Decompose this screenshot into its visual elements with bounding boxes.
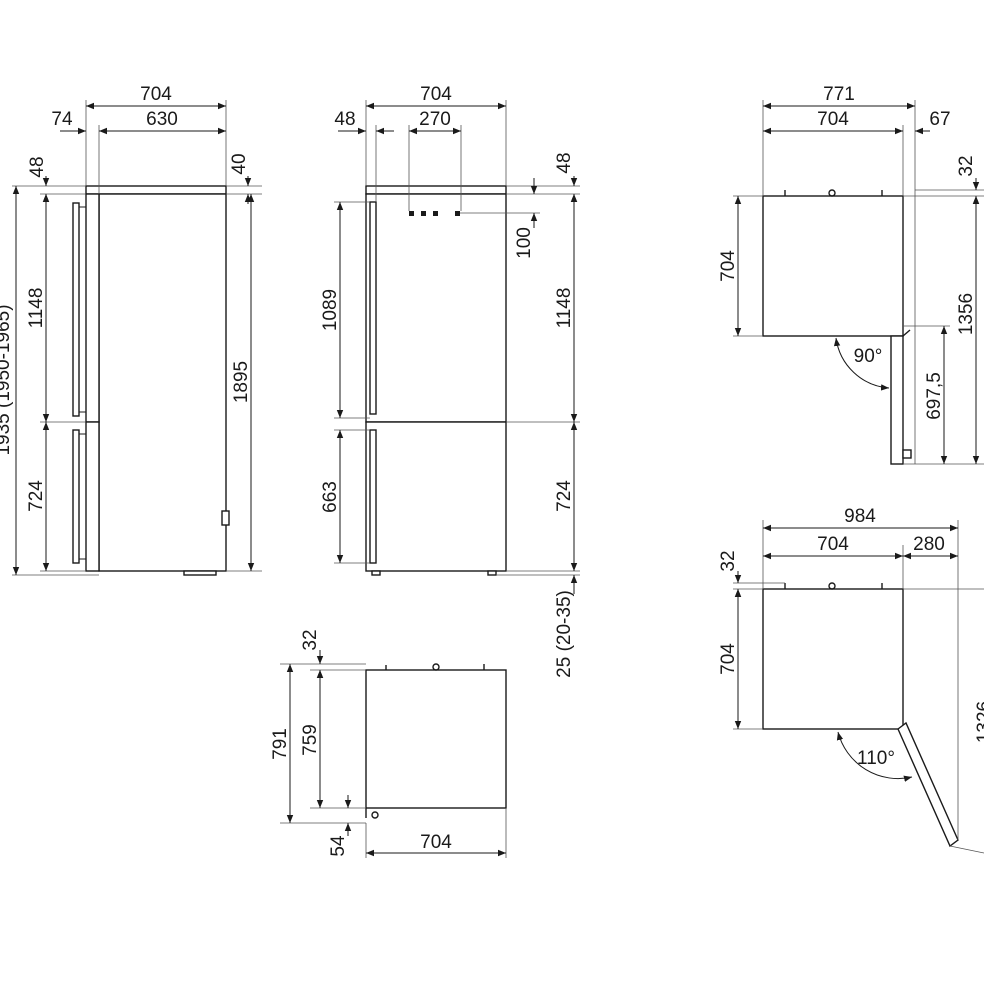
dim-top-offset-90: 32 <box>956 155 977 176</box>
dim-width-body-90: 704 <box>817 109 849 130</box>
open-door-110 <box>897 721 959 848</box>
front-view-left: 704 630 74 48 40 1935 (1950-1965) 1148 7… <box>0 84 262 576</box>
side-view: 32 791 759 54 704 <box>270 629 507 858</box>
angle-110: 110° <box>857 748 895 769</box>
dim-badge-offset: 100 <box>514 227 535 259</box>
dim-top-offset-110: 32 <box>718 550 739 571</box>
dim-body-height: 1895 <box>231 361 252 403</box>
dim-depth-110: 704 <box>718 643 739 675</box>
dim-upper-door: 1148 <box>26 288 47 329</box>
dim-upper-door-mid: 1148 <box>554 288 575 329</box>
open-door-90 <box>890 335 904 465</box>
dim-width-total-mid: 704 <box>420 84 452 105</box>
lower-handle <box>72 429 80 564</box>
dim-handle-spacing: 270 <box>419 109 451 130</box>
fridge-side-body <box>365 669 507 809</box>
fridge-body-front <box>98 193 227 572</box>
dim-depth-90: 704 <box>718 250 739 282</box>
dim-lower-door-mid: 724 <box>554 480 575 512</box>
dim-lower-door: 724 <box>26 480 47 512</box>
dim-depth-side: 704 <box>420 832 452 853</box>
dim-height-body-side: 759 <box>300 724 321 756</box>
dim-height-range: 1935 (1950-1965) <box>0 304 14 455</box>
dim-offset-left: 74 <box>51 109 73 130</box>
top-view-110: 984 704 280 32 704 1326 110° <box>718 506 984 854</box>
dim-width-total-110: 984 <box>844 506 876 527</box>
upper-door-front <box>365 193 507 423</box>
dim-height-total-side: 791 <box>270 728 291 760</box>
dim-upper-inner: 1089 <box>320 289 341 331</box>
lower-handle-front <box>369 429 377 564</box>
dim-total-depth-110: 1326 <box>974 701 984 743</box>
back-fitting <box>221 510 230 526</box>
dim-width-total: 704 <box>140 84 172 105</box>
dim-door-reach-90: 697,5 <box>924 372 945 420</box>
dim-top-right-mid: 48 <box>554 152 575 173</box>
dim-door-swing-110: 280 <box>913 534 945 555</box>
dim-offset-left-mid: 48 <box>334 109 355 130</box>
dim-top-clearance: 32 <box>300 629 321 650</box>
fridge-top-body-110 <box>762 588 904 730</box>
angle-90: 90° <box>854 346 883 367</box>
logo-badge <box>455 211 460 216</box>
top-view-90: 771 704 67 32 704 1356 697,5 90° <box>718 84 984 465</box>
dim-width-body-110: 704 <box>817 534 849 555</box>
dim-width-total-90: 771 <box>823 84 855 105</box>
dim-foot: 54 <box>328 835 349 857</box>
upper-door-edge <box>85 193 100 423</box>
upper-handle <box>72 202 80 417</box>
lower-door-edge <box>85 421 100 572</box>
dim-top-right: 40 <box>229 153 250 174</box>
dim-total-depth-90: 1356 <box>956 293 977 335</box>
front-view-middle: 704 270 48 48 100 1089 663 1148 724 25 (… <box>320 84 580 678</box>
dim-feet: 25 (20-35) <box>554 590 575 678</box>
lower-door-front <box>365 421 507 572</box>
dim-lower-inner: 663 <box>320 481 341 513</box>
upper-handle-front <box>369 201 377 415</box>
dim-top-left: 48 <box>27 156 48 177</box>
dim-width-body: 630 <box>146 109 178 130</box>
fridge-top-body-90 <box>762 195 904 337</box>
dim-door-depth-90: 67 <box>929 109 950 130</box>
